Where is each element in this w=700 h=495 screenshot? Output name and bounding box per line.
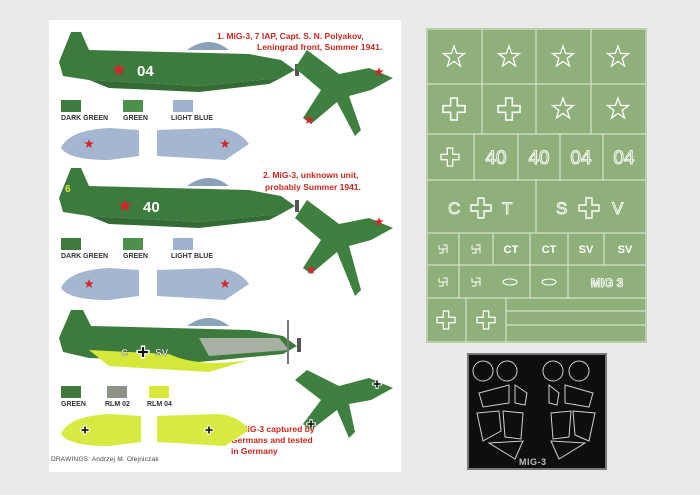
mask-label: MIG-3	[519, 457, 547, 467]
scheme1-caption: 1. MiG-3, 7 IAP, Capt. S. N. Polyakov, L…	[217, 31, 382, 52]
svg-text:C: C	[448, 199, 460, 218]
swatch-rlm04	[149, 386, 169, 398]
svg-text:3. MiG-3 captured by: 3. MiG-3 captured by	[231, 424, 315, 434]
svg-text:DARK GREEN: DARK GREEN	[61, 115, 108, 122]
svg-text:DARK GREEN: DARK GREEN	[61, 253, 108, 260]
svg-text:LIGHT BLUE: LIGHT BLUE	[171, 115, 213, 122]
scheme2-underside	[61, 268, 249, 300]
star-decal	[551, 97, 575, 119]
svg-text:probably Summer 1941.: probably Summer 1941.	[265, 182, 361, 192]
svg-text:CT: CT	[542, 244, 557, 256]
balkenkreuz-decal	[442, 97, 466, 121]
swatch-dark-green	[61, 238, 81, 250]
swatch-rlm02	[107, 386, 127, 398]
svg-text:2. MiG-3, unknown unit,: 2. MiG-3, unknown unit,	[263, 170, 358, 180]
svg-text:C: C	[121, 348, 128, 359]
svg-text:40: 40	[143, 199, 160, 216]
swatch-light-blue	[173, 100, 193, 112]
swatch-green	[123, 100, 143, 112]
drawings-credit: DRAWINGS: Andrzej M. Olejniczak	[51, 456, 159, 463]
svg-text:RLM 04: RLM 04	[147, 401, 172, 408]
swatch-light-blue	[173, 238, 193, 250]
svg-text:SV: SV	[155, 348, 169, 359]
scheme3-underside	[61, 414, 249, 446]
painting-guide-sheet: 04 1. MiG-3, 7 IAP, Capt. S. N. Polyakov…	[49, 20, 401, 472]
scheme1-underside	[61, 128, 249, 160]
svg-text:T: T	[502, 199, 512, 218]
balkenkreuz-decal	[497, 97, 521, 121]
svg-text:6: 6	[65, 184, 71, 195]
svg-text:Leningrad front, Summer 1941.: Leningrad front, Summer 1941.	[257, 42, 382, 52]
svg-text:40: 40	[485, 148, 506, 169]
star-decal	[551, 45, 575, 67]
svg-text:04: 04	[570, 148, 592, 169]
svg-text:S: S	[556, 199, 567, 218]
svg-text:MIG 3: MIG 3	[591, 276, 624, 290]
svg-text:SV: SV	[579, 244, 594, 256]
svg-text:04: 04	[137, 63, 154, 80]
svg-text:GREEN: GREEN	[123, 253, 148, 260]
aircraft-profiles: 04 1. MiG-3, 7 IAP, Capt. S. N. Polyakov…	[59, 31, 393, 456]
star-decal	[442, 45, 466, 67]
star-decal	[606, 97, 630, 119]
scheme3-caption: 3. MiG-3 captured by Germans and tested …	[231, 424, 315, 456]
svg-text:in Germany: in Germany	[231, 446, 278, 456]
scheme3-side-profile: C SV	[59, 310, 301, 372]
decal-sheet: 40 40 04 04 C T S V CT CT SV SV MIG 3	[426, 28, 647, 343]
mask-shapes	[472, 360, 596, 460]
swatch-green	[61, 386, 81, 398]
balkenkreuz-decal	[440, 147, 460, 167]
decal-grid: 40 40 04 04 C T S V CT CT SV SV MIG 3	[426, 28, 647, 343]
svg-text:GREEN: GREEN	[61, 401, 86, 408]
scheme2-top-view	[295, 200, 393, 296]
canopy-mask-sheet: MIG-3	[467, 353, 607, 470]
scheme1-top-view	[295, 50, 393, 136]
star-decal	[606, 45, 630, 67]
scheme2-caption: 2. MiG-3, unknown unit, probably Summer …	[263, 170, 361, 192]
scheme3-top-view	[295, 370, 393, 438]
svg-text:40: 40	[528, 148, 549, 169]
svg-text:V: V	[612, 199, 624, 218]
scheme1-side-profile: 04	[59, 32, 299, 92]
scheme2-side-profile: 6 40	[59, 168, 299, 228]
swatch-green	[123, 238, 143, 250]
svg-text:04: 04	[613, 148, 635, 169]
svg-text:LIGHT BLUE: LIGHT BLUE	[171, 253, 213, 260]
svg-text:GREEN: GREEN	[123, 115, 148, 122]
svg-text:1. MiG-3, 7 IAP, Capt. S. N. P: 1. MiG-3, 7 IAP, Capt. S. N. Polyakov,	[217, 31, 364, 41]
svg-text:CT: CT	[504, 244, 519, 256]
svg-text:Germans and tested: Germans and tested	[231, 435, 313, 445]
star-decal	[497, 45, 521, 67]
swatch-dark-green	[61, 100, 81, 112]
svg-text:RLM 02: RLM 02	[105, 401, 130, 408]
svg-text:SV: SV	[618, 244, 633, 256]
